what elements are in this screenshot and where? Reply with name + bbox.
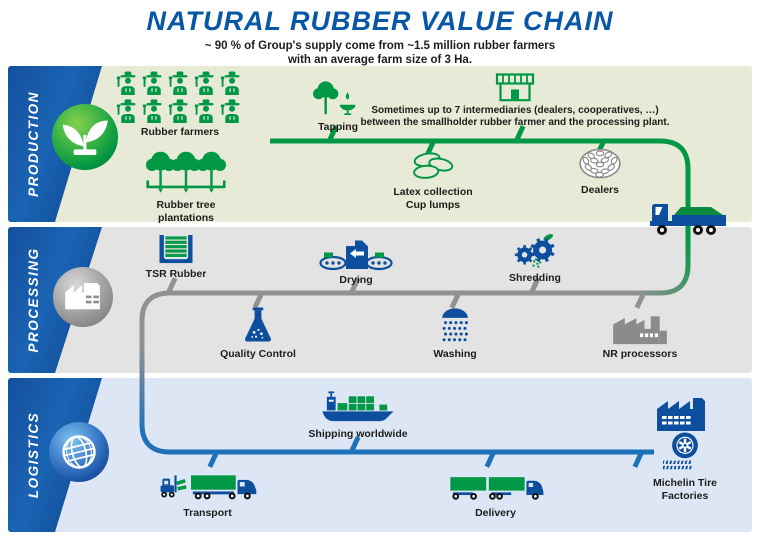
shipping-label: Shipping worldwide [308,428,408,440]
quality-control-label: Quality Control [220,348,296,360]
page-title: NATURAL RUBBER VALUE CHAIN [146,6,614,36]
tree-row-icon [145,151,227,193]
gears-icon [514,233,555,268]
globe-icon [62,435,96,469]
subtitle-line2: with an average farm size of 3 Ha. [287,54,473,67]
shipping-step: Shipping worldwide [308,390,408,441]
tsr-rubber-step: TSR Rubber [136,233,216,281]
tire-factory-icon [657,398,705,431]
drying-step: Drying [318,237,394,287]
shredding-step: Shredding [495,233,575,285]
production-sphere [52,104,118,170]
nr-processors-step: NR processors [600,311,680,361]
double-trailer-truck-icon [449,477,543,500]
factory-icon [65,282,100,310]
drying-label: Drying [339,274,373,286]
tire-icon [663,432,698,470]
processing-sphere [53,267,113,327]
collection-truck [648,190,730,238]
dump-truck-icon [650,204,726,235]
quality-control-step: Quality Control [218,307,298,361]
band-logistics-label: LOGISTICS [26,411,41,499]
nr-processors-label: NR processors [602,348,678,360]
factory-gray-icon [613,316,667,345]
container-ship-icon [322,391,394,422]
tsr-rubber-label: TSR Rubber [145,268,207,280]
washing-label: Washing [433,348,477,360]
forklift-truck-icon [160,475,256,500]
band-production-label: PRODUCTION [26,91,41,197]
plant-sprout-icon [62,120,108,156]
rubber-farmers-group: Rubber farmers [105,70,255,139]
tapping-label: Tapping [317,121,359,133]
michelin-factories: Michelin Tire Factories [645,390,725,503]
washing-step: Washing [415,307,495,361]
shredding-label: Shredding [509,272,561,284]
rubber-tree-plantations: Rubber tree plantations [136,147,236,225]
shower-icon [442,308,468,342]
rubber-farmers-label: Rubber farmers [140,126,220,138]
michelin-factories-label: Michelin Tire Factories [653,477,717,502]
flask-icon [245,307,271,342]
delivery-step: Delivery [443,470,548,520]
shop-icon [495,73,535,102]
cup-lumps-icon [413,152,454,179]
tapping-icon [313,81,356,115]
latex-collection-label: Latex collection Cup lumps [393,186,473,211]
logistics-sphere [49,422,109,482]
latex-collection-step: Latex collection Cup lumps [383,150,483,212]
tapping-step: Tapping [300,80,376,134]
delivery-label: Delivery [475,507,516,519]
intermediaries-note: Sometimes up to 7 intermediaries (dealer… [349,72,681,129]
transport-label: Transport [183,507,232,519]
rubber-bale-icon [159,234,193,264]
dealers-step: Dealers [560,148,640,197]
rubber-coil-icon [579,148,621,179]
intermediaries-text: Sometimes up to 7 intermediaries (dealer… [360,105,670,129]
farmer-icon [116,71,240,123]
plantations-label: Rubber tree plantations [156,199,216,224]
conveyor-oven-icon [319,240,393,271]
subtitle-line1: ~ 90 % of Group's supply come from ~1.5 … [204,40,556,52]
transport-step: Transport [150,470,265,520]
page-subtitle: ~ 90 % of Group's supply come from ~1.5 … [0,39,760,68]
band-processing-label: PROCESSING [26,247,41,353]
dealers-label: Dealers [581,184,619,196]
